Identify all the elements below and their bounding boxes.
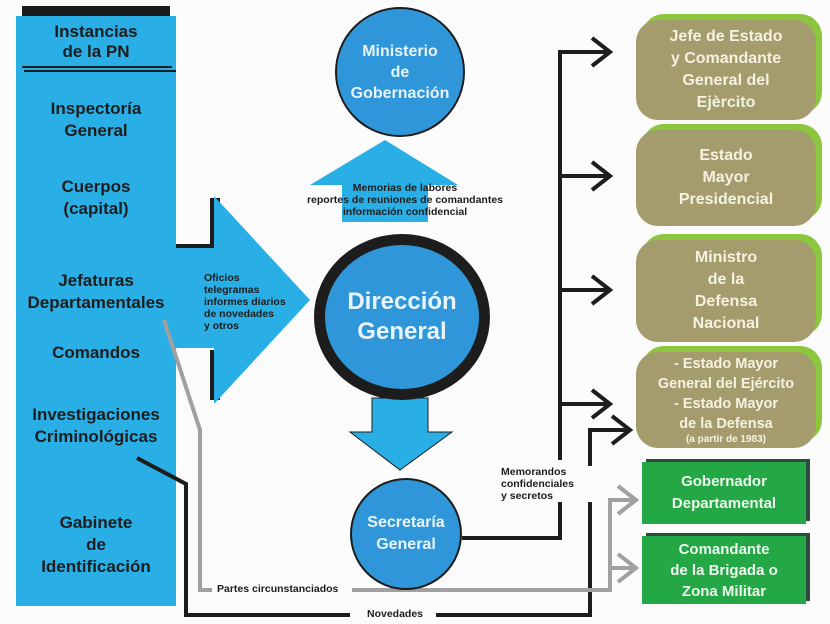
box-line: y Comandante [670,50,782,67]
partes-line-right [352,498,634,592]
box-line: Gobernador [681,473,767,490]
box-line: Mayor [702,169,750,186]
box-note: (a partir de 1983) [685,434,767,445]
pn-item-gabinete: Gabinete de Identificación [16,512,176,578]
note-line: reportes de reuniones de comandantes [306,194,504,206]
left-panel [16,16,176,606]
arrowhead [590,36,614,68]
estado-mayor-presidencial-box: Estado Mayor Presidencial [636,130,816,226]
arrowhead [610,414,634,446]
box-line: Ejèrcito [696,94,756,111]
secretaria-general-node: Secretaría General [350,478,462,590]
node-line: General [376,536,436,553]
up-arrow-note: Memorias de labores reportes de reunione… [280,182,530,218]
box-line: Comandante [678,540,770,558]
node-line: Ministerio [362,42,438,60]
big-arrow-shadow [176,198,220,250]
note-line: telegramas [204,284,260,296]
box-line: General del [682,72,770,89]
direccion-general-node: Dirección General [314,234,490,400]
note-line: de novedades [204,308,275,320]
box-line: de la Brigada o [670,561,778,579]
arrowhead-gray [616,552,640,584]
box-line: Defensa [694,293,758,310]
novedades-label: Novedades [364,608,427,620]
node-line: Dirección [347,288,457,315]
partes-circunstanciados-label: Partes circunstanciados [214,583,342,595]
box-line: Nacional [692,315,760,332]
note-line: Oficios [204,272,240,284]
item-line: Comandos [52,343,140,362]
item-line: de [86,535,106,554]
down-arrow [348,397,454,471]
box-line: Zona Militar [681,582,767,600]
memo-connector-top [558,50,608,460]
arrowhead [590,160,614,192]
item-line: Cuerpos [61,177,131,196]
item-line: Gabinete [59,513,133,532]
item-line: Departamentales [27,293,165,312]
note-line: y otros [204,320,240,332]
box-line: Jefe de Estado [669,28,783,45]
up-arrow [310,140,458,222]
item-line: Identificación [41,557,151,576]
gobernador-departamental-box: Gobernador Departamental [642,462,806,524]
item-line: Inspectoría [50,99,142,118]
novedades-line [136,456,350,617]
comandante-brigada-box: Comandante de la Brigada o Zona Militar [642,536,806,604]
arrowhead [590,388,614,420]
note-line: Memorias de labores [352,182,458,194]
box-line: General del Ejército [657,376,795,392]
node-line: General [357,318,447,345]
item-line: (capital) [63,199,129,218]
node-line: de [390,63,410,81]
box-line: Presidencial [678,191,774,208]
item-line: Criminológicas [34,427,158,446]
note-line: Memorandos [501,466,567,478]
item-line: General [64,121,128,140]
box-line: - Estado Mayor [674,396,778,412]
note-line: confidenciales [501,478,574,490]
box-line: de la Defensa [679,416,773,432]
ministerio-gobernacion-node: Ministerio de Gobernación [335,7,465,137]
left-panel-title: Instancias de la PN [16,16,176,62]
title-line: de la PN [62,42,130,61]
pn-item-cuerpos: Cuerpos (capital) [16,176,176,220]
estado-mayor-ejercito-box: - Estado Mayor General del Ejército - Es… [636,352,816,448]
node-line: Gobernación [350,84,450,102]
pn-item-inspectoria: Inspectoría General [16,98,176,142]
box-line: Estado [699,147,753,164]
arrowhead-gray [616,484,640,516]
ministro-defensa-box: Ministro de la Defensa Nacional [636,240,816,342]
box-line: - Estado Mayor [674,356,778,372]
node-line: Secretaría [367,514,445,531]
title-line: Instancias [54,22,138,41]
box-line: Departamental [671,495,777,512]
note-line: información confidencial [342,206,468,218]
memo-note: Memorandos confidenciales y secretos [501,466,601,502]
title-divider [22,66,172,68]
arrowhead [590,274,614,306]
right-arrow-note: Oficios telegramas informes diarios de n… [204,272,304,332]
box-line: Ministro [694,249,758,266]
item-line: Investigaciones [32,405,160,424]
title-divider [24,70,176,72]
jefe-estado-box: Jefe de Estado y Comandante General del … [636,20,816,120]
note-line: informes diarios [204,296,286,308]
pn-item-jefaturas: Jefaturas Departamentales [16,270,176,314]
box-line: de la [707,271,745,288]
item-line: Jefaturas [58,271,134,290]
pn-item-comandos: Comandos [16,342,176,364]
note-line: y secretos [501,490,553,502]
partes-line [162,319,212,592]
novedades-line-right [436,428,630,617]
big-right-arrow [176,196,310,404]
pn-item-investigaciones: Investigaciones Criminológicas [16,404,176,448]
